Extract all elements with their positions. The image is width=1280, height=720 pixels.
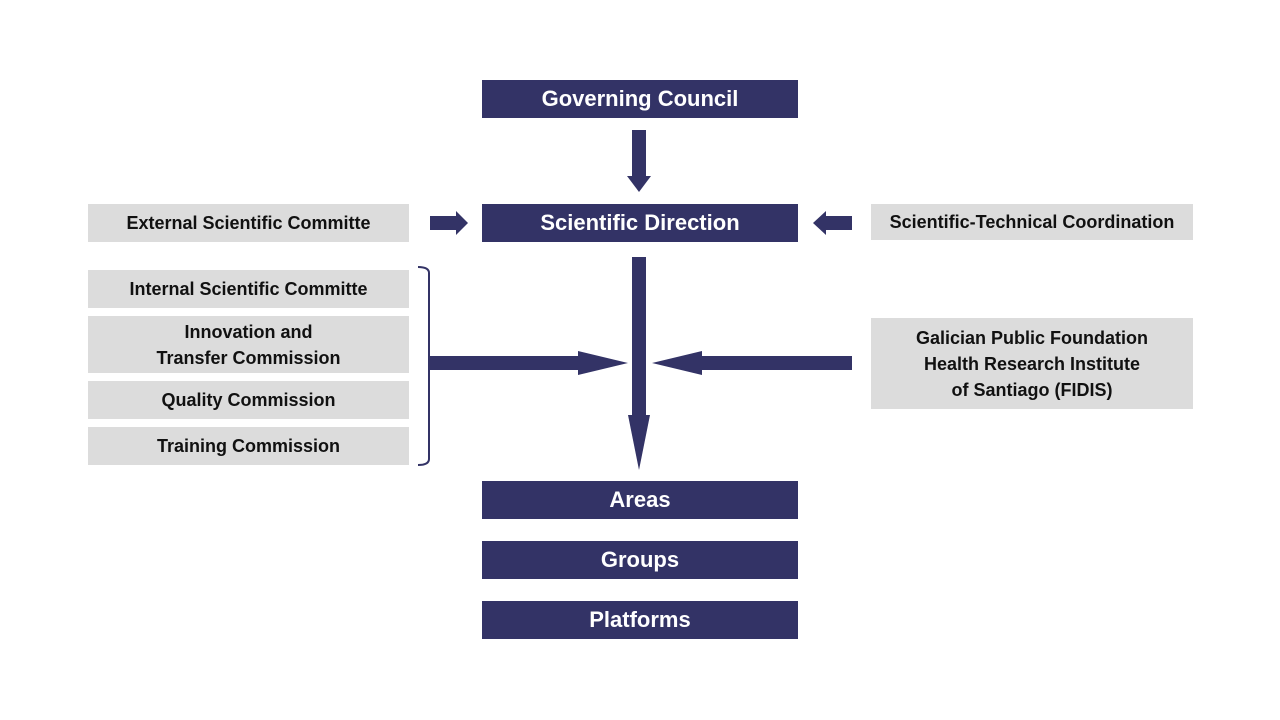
arrow-coordination-to-direction	[813, 211, 852, 235]
external-committee-label: External Scientific Committe	[126, 213, 371, 233]
internal-committee-box: Internal Scientific Committe	[88, 270, 409, 308]
arrow-direction-to-areas	[628, 257, 650, 470]
training-commission-box: Training Commission	[88, 427, 409, 465]
fidis-line3: of Santiago (FIDIS)	[951, 379, 1113, 400]
groups-label: Groups	[600, 547, 680, 572]
coordination-label: Scientific-Technical Coordination	[889, 212, 1175, 232]
training-commission-label: Training Commission	[156, 436, 341, 456]
scientific-direction-box: Scientific Direction	[482, 204, 798, 242]
arrow-commissions-to-center	[430, 351, 628, 375]
arrow-fidis-to-center	[652, 351, 852, 375]
platforms-box: Platforms	[482, 601, 798, 639]
governing-council-label: Governing Council	[541, 86, 739, 111]
scientific-direction-label: Scientific Direction	[540, 210, 740, 235]
fidis-line2: Health Research Institute	[923, 353, 1141, 374]
arrow-council-to-direction	[627, 130, 651, 192]
platforms-label: Platforms	[589, 607, 691, 632]
quality-commission-label: Quality Commission	[161, 390, 336, 410]
external-committee-box: External Scientific Committe	[88, 204, 409, 242]
commissions-bracket	[417, 266, 430, 466]
areas-label: Areas	[609, 487, 671, 512]
innovation-commission-box: Innovation and Transfer Commission	[88, 316, 409, 373]
areas-box: Areas	[482, 481, 798, 519]
arrow-external-to-direction	[430, 211, 468, 235]
innovation-commission-line2: Transfer Commission	[156, 347, 341, 368]
internal-committee-label: Internal Scientific Committe	[129, 279, 368, 299]
fidis-line1: Galician Public Foundation	[915, 327, 1148, 348]
quality-commission-box: Quality Commission	[88, 381, 409, 419]
innovation-commission-line1: Innovation and	[184, 321, 313, 342]
fidis-box: Galician Public Foundation Health Resear…	[871, 318, 1193, 409]
groups-box: Groups	[482, 541, 798, 579]
governing-council-box: Governing Council	[482, 80, 798, 118]
coordination-box: Scientific-Technical Coordination	[871, 204, 1193, 240]
